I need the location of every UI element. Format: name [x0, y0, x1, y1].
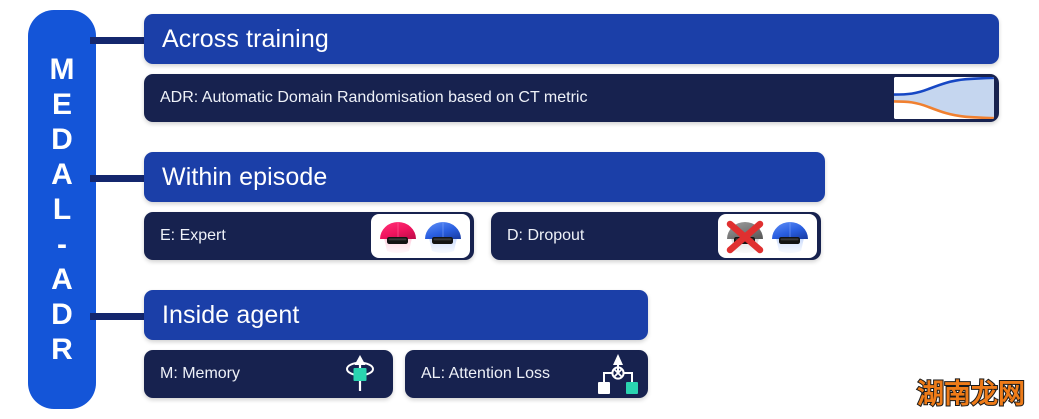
red-x-mark	[726, 220, 764, 254]
card-dropout[interactable]: D: Dropout	[491, 212, 821, 260]
card-label: M: Memory	[160, 365, 240, 382]
spine-letter: A	[51, 157, 73, 191]
agent-avatar-blue	[425, 222, 461, 253]
agent-avatar-blue	[772, 222, 808, 253]
agent-avatar-pink	[380, 222, 416, 253]
spine-letter: D	[51, 122, 73, 156]
avatar-tile	[718, 214, 817, 258]
connector-line-within-episode	[90, 175, 152, 182]
card-label: E: Expert	[160, 227, 226, 244]
spine-letter: -	[57, 227, 67, 261]
section-header-across-training: Across training	[144, 14, 999, 64]
memory-orbit-svg	[346, 355, 374, 391]
section-title: Inside agent	[162, 300, 300, 329]
section-header-inside-agent: Inside agent	[144, 290, 648, 340]
adr-curve-chart-svg	[894, 77, 994, 119]
attention-loss-icon	[592, 351, 648, 397]
connector-line-across-training	[90, 37, 152, 44]
section-title: Across training	[162, 24, 329, 53]
section-title: Within episode	[162, 162, 328, 191]
section-header-within-episode: Within episode	[144, 152, 825, 202]
spine-letter: L	[52, 192, 72, 226]
agent-avatar-disabled-with-x	[726, 220, 764, 254]
card-label: ADR: Automatic Domain Randomisation base…	[160, 89, 588, 106]
card-label: AL: Attention Loss	[421, 365, 550, 382]
spine-letter: M	[49, 52, 75, 86]
card-attention-loss[interactable]: AL: Attention Loss	[405, 350, 648, 398]
avatar-tile	[371, 214, 470, 258]
spine-letter: A	[51, 262, 73, 296]
two-agents-avatar-icon	[371, 214, 474, 258]
attention-loss-svg	[598, 354, 638, 394]
card-label: D: Dropout	[507, 227, 585, 244]
spine-letter: R	[51, 332, 73, 366]
spine-letter: E	[51, 87, 72, 121]
card-expert[interactable]: E: Expert	[144, 212, 474, 260]
memory-orbit-icon	[337, 351, 393, 397]
card-memory[interactable]: M: Memory	[144, 350, 393, 398]
spine-letter: D	[51, 297, 73, 331]
connector-line-inside-agent	[90, 313, 152, 320]
watermark-text: 湖南龙网	[916, 378, 1026, 411]
adr-curve-chart-icon	[894, 77, 999, 119]
card-adr[interactable]: ADR: Automatic Domain Randomisation base…	[144, 74, 999, 122]
agent-dropout-avatar-icon	[718, 214, 821, 258]
medal-adr-spine: M E D A L - A D R	[28, 10, 96, 409]
